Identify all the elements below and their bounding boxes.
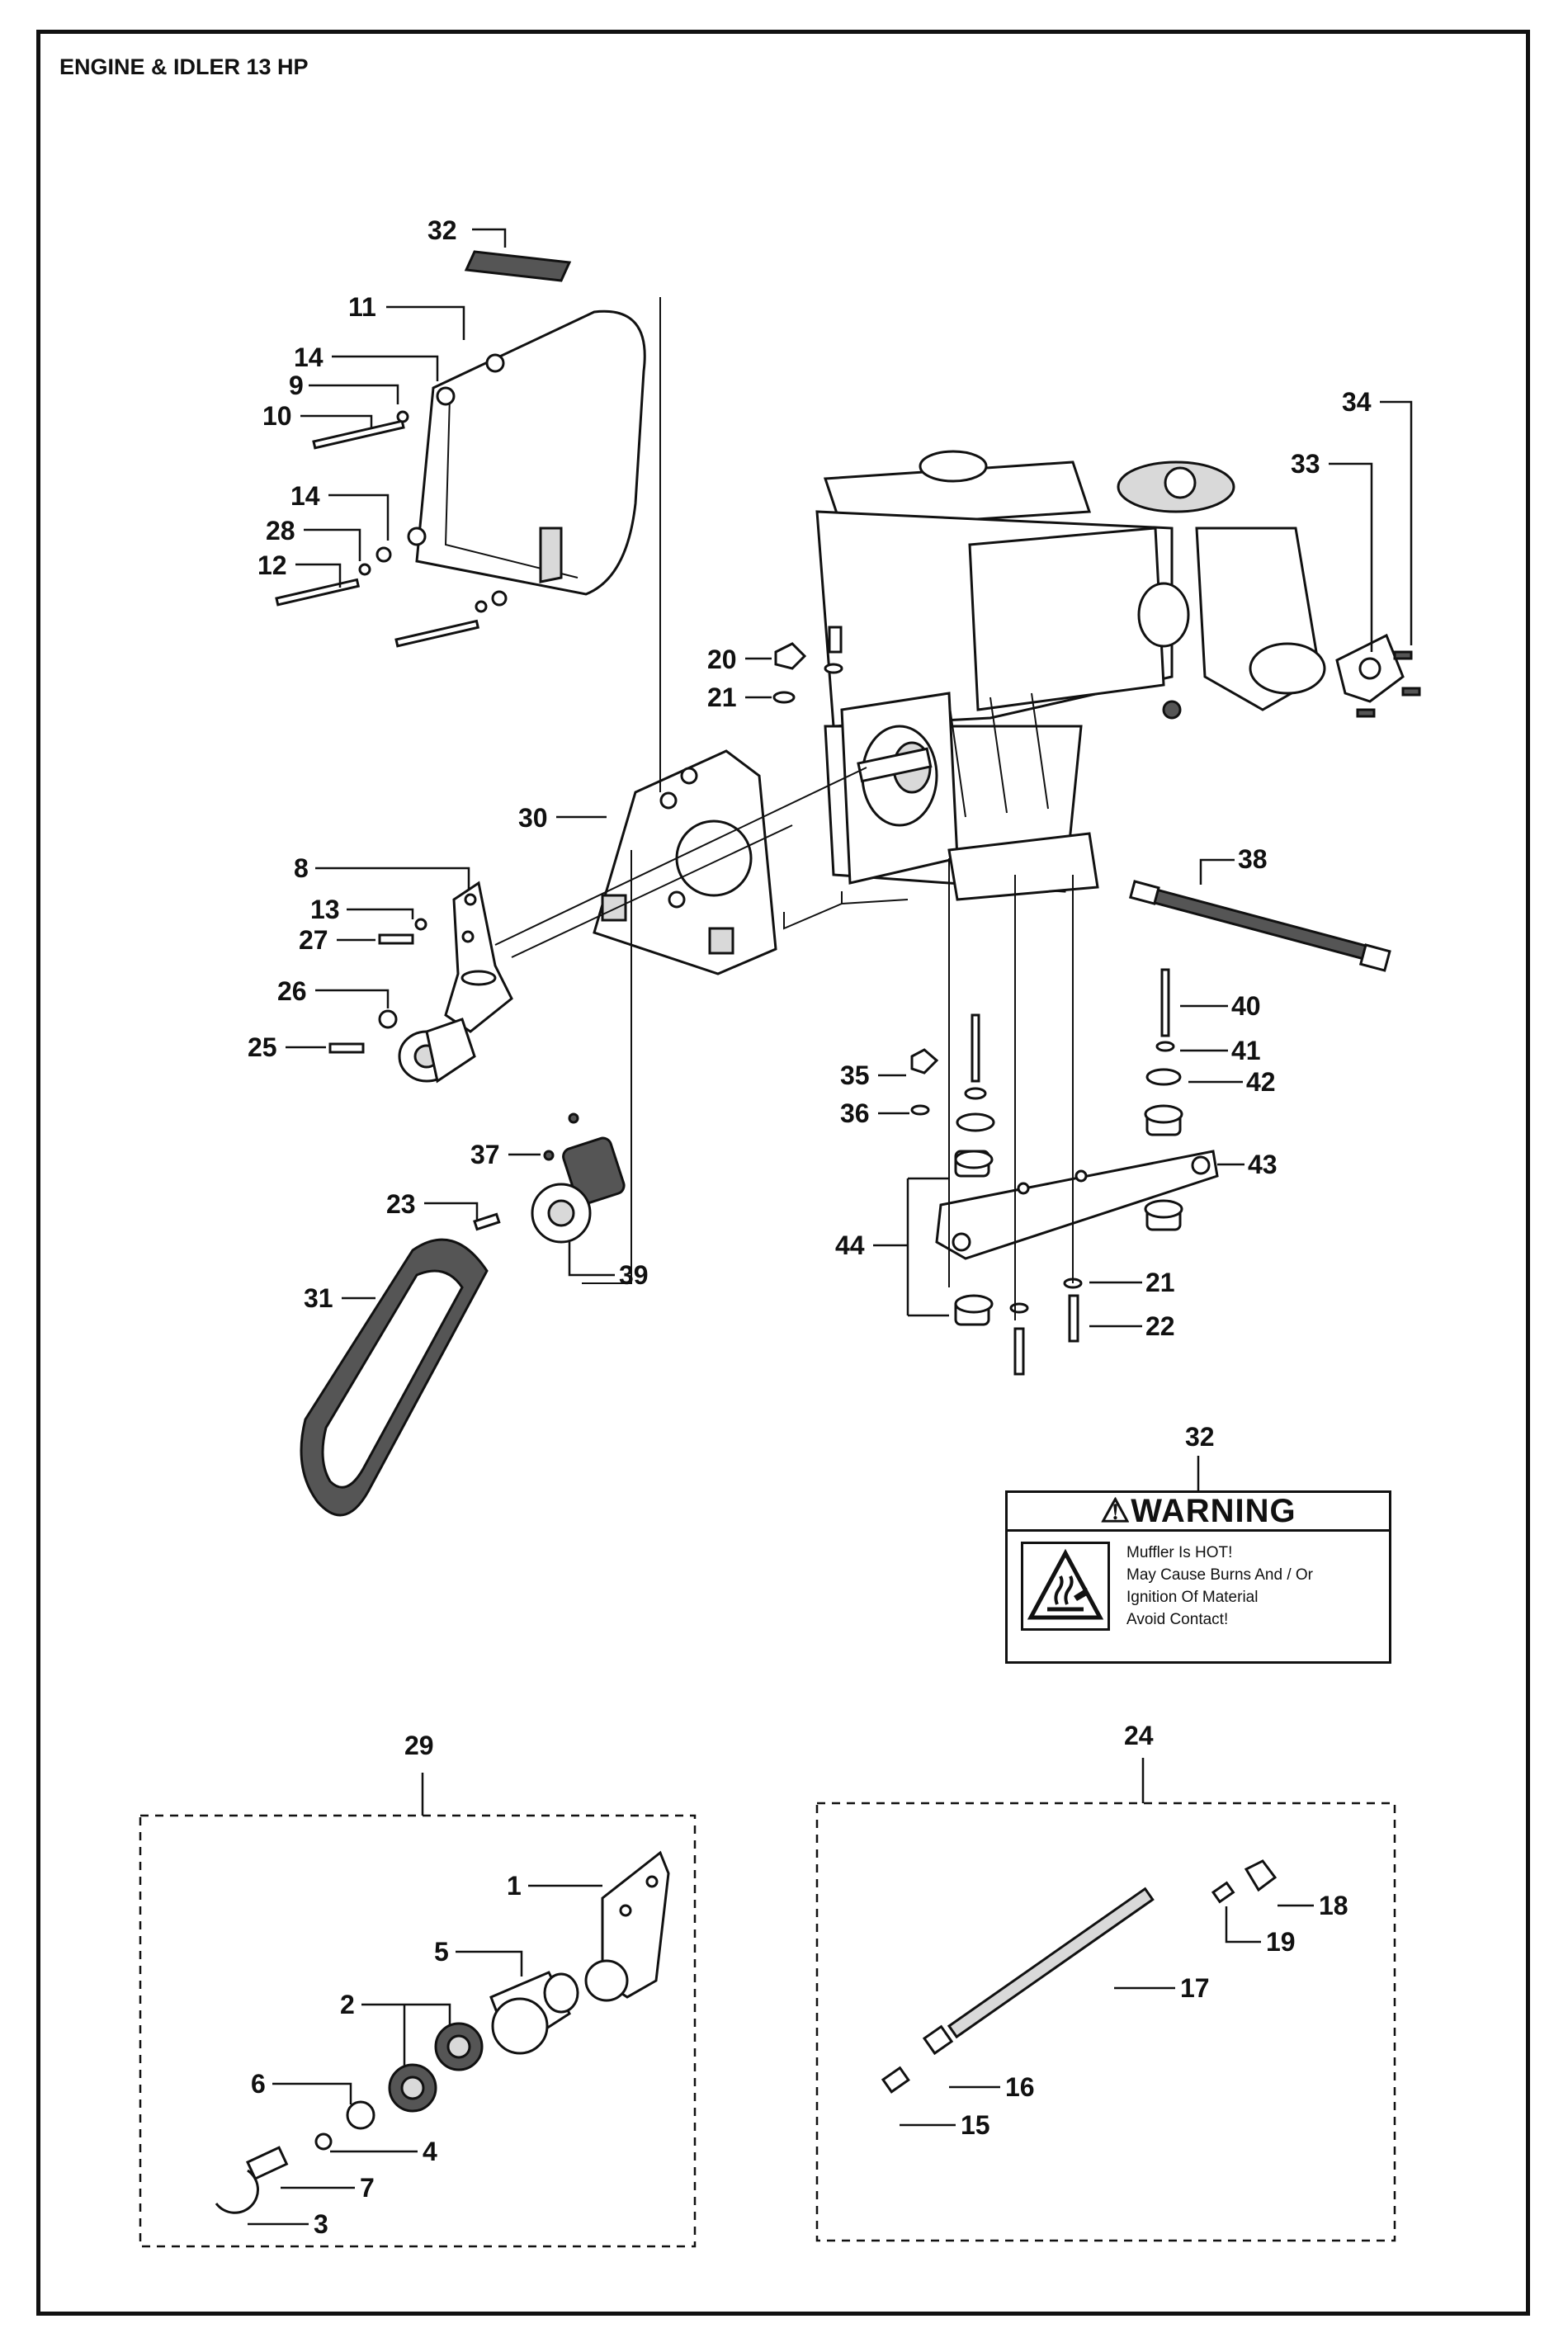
belt-cover — [407, 309, 646, 596]
callout-13: 13 — [310, 895, 340, 924]
warning-header: ⚠WARNING — [1008, 1493, 1389, 1532]
callout-37: 37 — [470, 1140, 500, 1169]
callout-30: 30 — [518, 803, 548, 833]
warning-line: Ignition Of Material — [1126, 1589, 1259, 1606]
callout-3: 3 — [314, 2209, 328, 2239]
callout-11: 11 — [348, 292, 376, 322]
callout-16: 16 — [1005, 2072, 1035, 2102]
callout-17: 17 — [1180, 1973, 1210, 2003]
callout-10: 10 — [262, 401, 292, 431]
cover-fasteners — [275, 410, 508, 648]
callout-9: 9 — [289, 371, 304, 400]
engine-nut-washer — [772, 626, 843, 704]
callout-20: 20 — [707, 645, 737, 674]
decal-small — [464, 250, 572, 282]
warning-line: May Cause Burns And / Or — [1126, 1566, 1313, 1584]
callout-31: 31 — [304, 1283, 333, 1313]
callout-32-label: 32 — [1185, 1422, 1215, 1452]
callout-21-lower: 21 — [1145, 1268, 1175, 1297]
fuel-line-assembly-box — [815, 1802, 1396, 2242]
callout-14-lower: 14 — [290, 481, 320, 511]
crankshaft-axis-2 — [511, 824, 793, 958]
callout-44: 44 — [835, 1230, 865, 1260]
warning-text: Muffler Is HOT! May Cause Burns And / Or… — [1126, 1542, 1313, 1631]
fuel-line — [1128, 880, 1391, 972]
callout-4: 4 — [423, 2137, 437, 2166]
drawing-border — [36, 30, 1530, 2316]
callout-35: 35 — [840, 1060, 870, 1090]
callout-5: 5 — [434, 1937, 449, 1967]
drive-belt — [300, 1238, 489, 1517]
assembly-guide-lines — [582, 297, 1074, 1320]
callout-29: 29 — [404, 1731, 434, 1760]
crankshaft-axis — [494, 767, 867, 946]
callout-14-upper: 14 — [294, 342, 324, 372]
callout-34: 34 — [1342, 387, 1372, 417]
warning-decal: ⚠WARNING Muffler Is HOT! May Cause Burns… — [1005, 1490, 1391, 1664]
callout-39: 39 — [619, 1260, 649, 1290]
mount-plate — [593, 749, 777, 975]
callout-32-decal: 32 — [427, 215, 457, 245]
callout-12: 12 — [257, 550, 287, 580]
callout-40: 40 — [1231, 991, 1261, 1021]
callout-8: 8 — [294, 853, 309, 883]
callout-43: 43 — [1248, 1150, 1278, 1179]
warning-body: Muffler Is HOT! May Cause Burns And / Or… — [1008, 1532, 1389, 1641]
callout-24: 24 — [1124, 1721, 1154, 1750]
callout-19: 19 — [1266, 1927, 1296, 1957]
callout-21-upper: 21 — [707, 682, 737, 712]
callout-15: 15 — [961, 2110, 990, 2140]
callout-28: 28 — [266, 516, 295, 545]
callout-41: 41 — [1231, 1036, 1261, 1065]
idler-assembly-box — [139, 1814, 697, 2248]
callout-22: 22 — [1145, 1311, 1175, 1341]
muffler-guard — [1335, 633, 1421, 718]
page-title: ENGINE & IDLER 13 HP — [59, 54, 309, 79]
hot-surface-icon — [1021, 1542, 1110, 1631]
callout-25: 25 — [248, 1032, 277, 1062]
callout-38: 38 — [1238, 844, 1268, 874]
callout-7: 7 — [360, 2173, 375, 2203]
callout-33: 33 — [1291, 449, 1320, 479]
warning-line: Avoid Contact! — [1126, 1611, 1229, 1628]
callout-27: 27 — [299, 925, 328, 955]
callouts: 32 11 14 9 10 14 28 12 34 33 20 21 30 8 … — [248, 215, 1413, 2239]
callout-23: 23 — [386, 1189, 416, 1219]
idler-fasteners — [328, 918, 427, 1054]
callout-18: 18 — [1319, 1891, 1348, 1920]
callout-26: 26 — [277, 976, 307, 1006]
fuel-line-assembly-parts — [881, 1859, 1278, 2094]
warning-line: Muffler Is HOT! — [1126, 1544, 1233, 1561]
engine-pulley — [473, 1112, 626, 1244]
idler-assembly-parts — [215, 1850, 670, 2214]
callout-1: 1 — [507, 1871, 522, 1901]
callout-36: 36 — [840, 1098, 870, 1128]
idler-arm — [398, 881, 513, 1084]
callout-2: 2 — [340, 1990, 355, 2019]
engine — [815, 450, 1326, 901]
callout-42: 42 — [1246, 1067, 1276, 1097]
callout-6: 6 — [251, 2069, 266, 2099]
